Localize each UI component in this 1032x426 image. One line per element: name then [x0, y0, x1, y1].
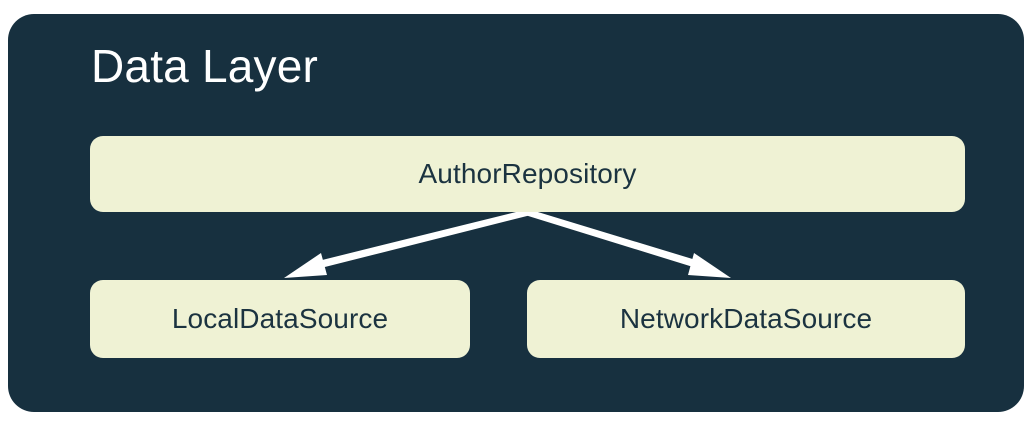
node-network-data-source[interactable]: NetworkDataSource	[527, 280, 965, 358]
node-network-data-source-label: NetworkDataSource	[619, 303, 873, 334]
page-title: Data Layer	[91, 40, 319, 92]
node-local-data-source[interactable]: LocalDataSource	[90, 280, 470, 358]
node-author-repository[interactable]: AuthorRepository	[90, 136, 965, 212]
node-local-data-source-label: LocalDataSource	[171, 303, 389, 334]
node-author-repository-label: AuthorRepository	[418, 158, 637, 189]
